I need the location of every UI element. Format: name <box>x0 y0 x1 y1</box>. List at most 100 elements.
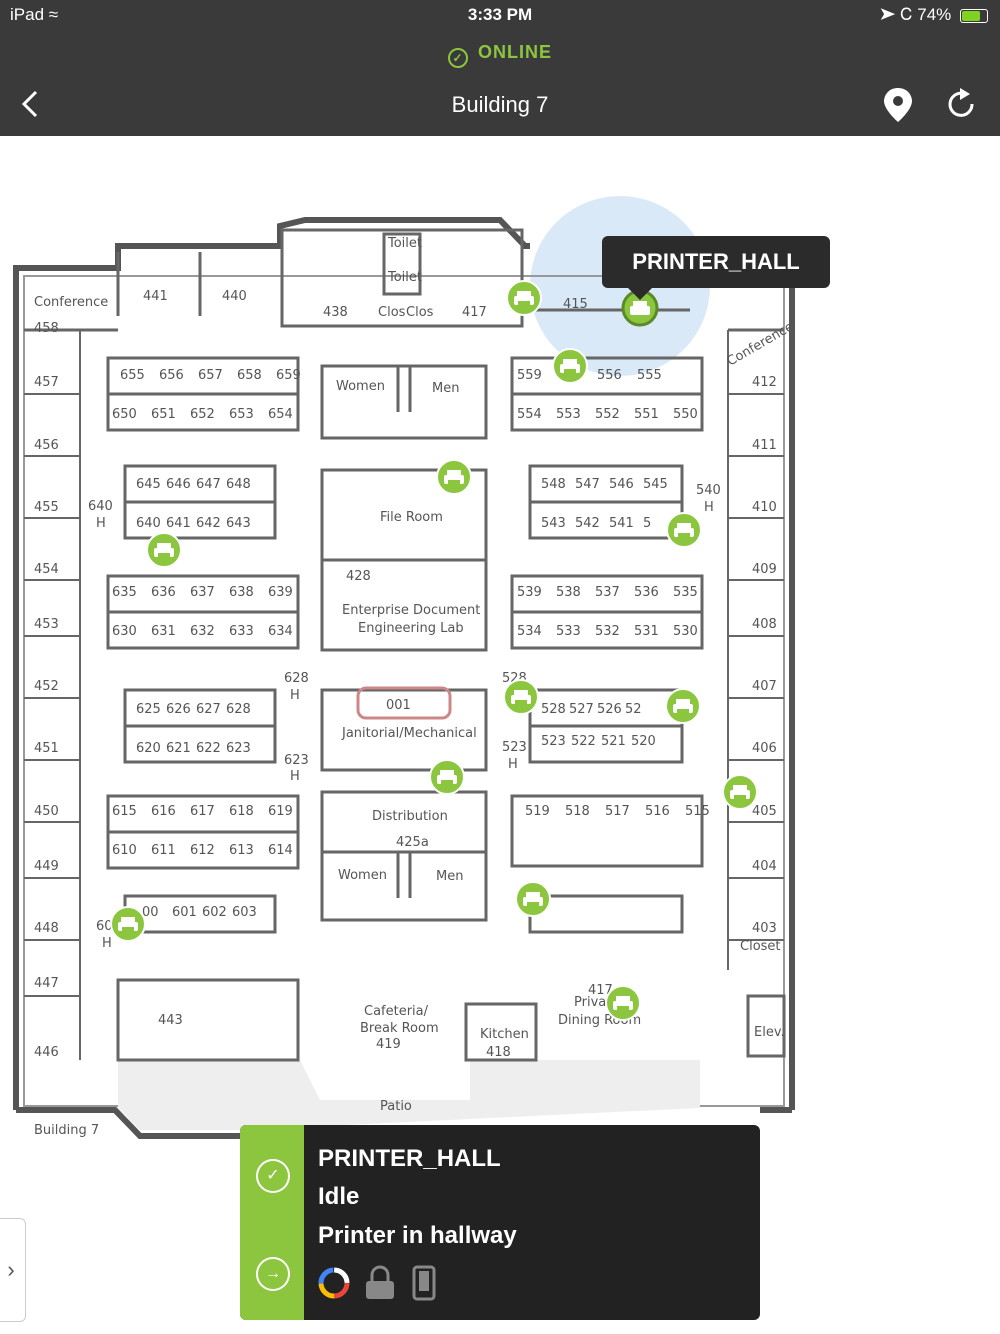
room-label: 538 <box>556 585 581 600</box>
location-pin-button[interactable] <box>880 86 916 131</box>
printer-marker[interactable] <box>666 512 702 548</box>
map-label: File Room <box>380 510 443 525</box>
map-label: 425a <box>396 835 429 850</box>
room-label: 643 <box>226 516 251 531</box>
room-label: 546 <box>609 477 634 492</box>
printer-marker[interactable] <box>146 532 182 568</box>
printer-marker[interactable] <box>722 774 758 810</box>
map-label: 419 <box>376 1037 401 1052</box>
printer-marker[interactable] <box>110 906 146 942</box>
room-label: 409 <box>752 562 777 577</box>
room-label: 407 <box>752 679 777 694</box>
room-label: 614 <box>268 843 293 858</box>
room-label: 405 <box>752 804 777 819</box>
room-label: 615 <box>112 804 137 819</box>
room-label: 534 <box>517 624 542 639</box>
status-bar: iPad ≈ 3:33 PM ➤ Ꮯ 74% <box>0 0 1000 28</box>
connection-status: ✓ONLINE <box>0 28 1000 76</box>
room-label: 536 <box>634 585 659 600</box>
map-label: H <box>704 500 714 515</box>
printer-marker[interactable] <box>515 881 551 917</box>
room-label: 543 <box>541 516 566 531</box>
room-label: 523 <box>541 734 566 749</box>
room-label: 533 <box>556 624 581 639</box>
printer-callout[interactable]: PRINTER_HALL <box>602 236 830 300</box>
room-label: 657 <box>198 368 223 383</box>
panel-action-strip: ✓ → <box>240 1125 304 1320</box>
printer-marker[interactable] <box>665 688 701 724</box>
room-label: 457 <box>34 375 59 390</box>
room-label: 547 <box>575 477 600 492</box>
map-label: Distribution <box>372 809 448 824</box>
printer-marker[interactable] <box>503 679 539 715</box>
printer-status: Idle <box>318 1183 360 1210</box>
printer-marker[interactable] <box>552 348 588 384</box>
document-arrow-icon: → <box>265 1265 281 1282</box>
room-label: 441 <box>143 289 168 304</box>
room-label: 542 <box>575 516 600 531</box>
map-label: Toilet <box>387 270 422 285</box>
room-label: 545 <box>643 477 668 492</box>
refresh-button[interactable] <box>946 88 978 127</box>
bluetooth-icon: Ꮯ <box>900 5 913 24</box>
map-label: 640 <box>88 499 113 514</box>
status-right: ➤ Ꮯ 74% <box>880 5 988 25</box>
floor-plan: Patio <box>13 196 797 1139</box>
room-label: 450 <box>34 804 59 819</box>
map-label: Cafeteria/ <box>364 1004 429 1019</box>
room-label: 440 <box>222 289 247 304</box>
map-label: Conference <box>34 295 108 310</box>
room-label: 658 <box>237 368 262 383</box>
select-button[interactable]: ✓ <box>256 1159 290 1193</box>
room-label: 559 <box>517 368 542 383</box>
room-label: 603 <box>232 905 257 920</box>
map-label: 417 <box>588 983 613 998</box>
connection-label: ONLINE <box>477 42 552 62</box>
room-label: 5 <box>643 516 651 531</box>
room-label: 404 <box>752 859 777 874</box>
map-label: Elev. <box>754 1025 785 1040</box>
room-label: 455 <box>34 500 59 515</box>
room-label: 616 <box>151 804 176 819</box>
map-label: 540 <box>696 483 721 498</box>
map-label: 001 <box>386 698 411 713</box>
room-label: 446 <box>34 1045 59 1060</box>
map-label: Men <box>436 869 463 884</box>
room-label: 519 <box>525 804 550 819</box>
printer-marker[interactable] <box>436 459 472 495</box>
room-label: 636 <box>151 585 176 600</box>
room-label: 632 <box>190 624 215 639</box>
room-label: 554 <box>517 407 542 422</box>
map-label: Closet <box>740 939 781 954</box>
expand-tab[interactable]: › <box>0 1218 26 1322</box>
printer-marker[interactable] <box>429 759 465 795</box>
printer-description: Printer in hallway <box>318 1222 517 1249</box>
color-print-icon <box>318 1267 350 1299</box>
map-label: Clos <box>378 305 406 320</box>
map-label: 428 <box>346 569 371 584</box>
printer-panel[interactable]: ✓ → PRINTER_HALL Idle Printer in hallway <box>240 1125 760 1320</box>
room-label: 548 <box>541 477 566 492</box>
map-label: 60 <box>96 919 113 934</box>
map-label: Conference <box>725 319 797 369</box>
map-label: Clos <box>406 305 434 320</box>
room-label: 527 <box>569 702 594 717</box>
room-label: 654 <box>268 407 293 422</box>
room-label: 531 <box>634 624 659 639</box>
room-label: 634 <box>268 624 293 639</box>
room-label: 453 <box>34 617 59 632</box>
printer-marker[interactable] <box>605 985 641 1021</box>
room-label: 653 <box>229 407 254 422</box>
room-label: 537 <box>595 585 620 600</box>
printer-marker[interactable] <box>506 280 542 316</box>
floor-map[interactable]: Patio <box>0 136 1000 1334</box>
print-release-button[interactable]: → <box>256 1257 290 1291</box>
room-label: 622 <box>196 741 221 756</box>
printer-name: PRINTER_HALL <box>318 1145 501 1172</box>
room-label: 550 <box>673 407 698 422</box>
map-label: 628 <box>284 671 309 686</box>
map-label: Women <box>338 868 387 883</box>
map-label: Toilet <box>387 236 422 251</box>
back-button[interactable] <box>20 88 40 128</box>
side-walls <box>24 330 784 1060</box>
